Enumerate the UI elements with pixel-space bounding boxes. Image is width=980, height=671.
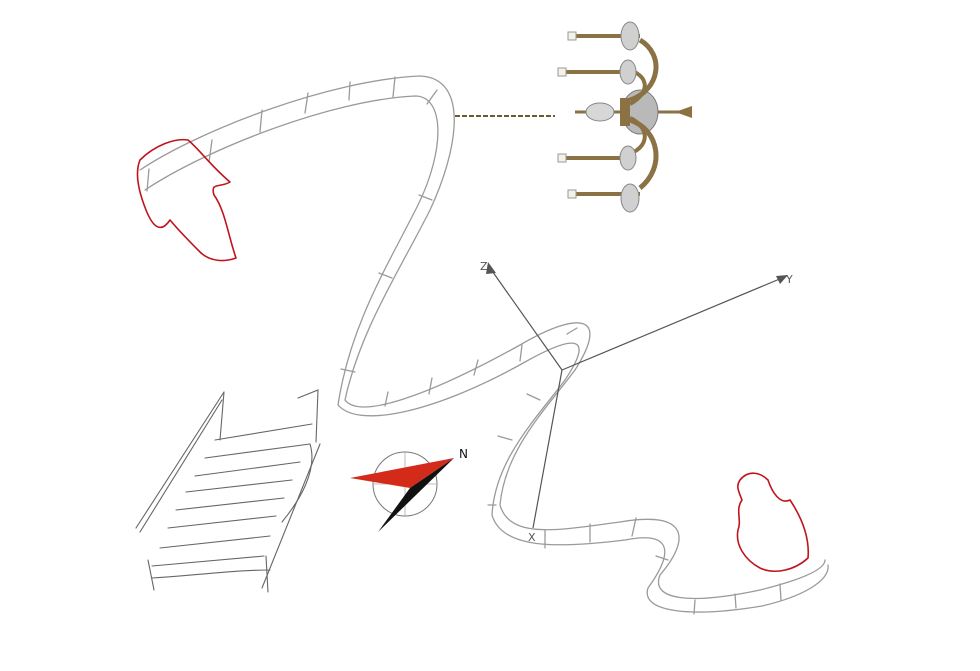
- compass-north-label: N: [459, 447, 468, 461]
- y-axis-arrowhead: [776, 275, 788, 284]
- flame-sketch-icon: [136, 138, 237, 262]
- ribbon-track-sketch: [139, 75, 829, 615]
- coordinate-axes: [489, 267, 783, 529]
- staircase-sketch-icon: [135, 389, 321, 593]
- z-axis-label: Z: [480, 260, 488, 273]
- compass-icon: [350, 451, 454, 532]
- x-axis-label: X: [528, 531, 536, 544]
- flame-sketch-icon: [736, 472, 810, 572]
- y-axis-label: Y: [785, 273, 793, 286]
- z-axis-arrowhead: [486, 262, 496, 274]
- chandelier-icon: [455, 21, 692, 213]
